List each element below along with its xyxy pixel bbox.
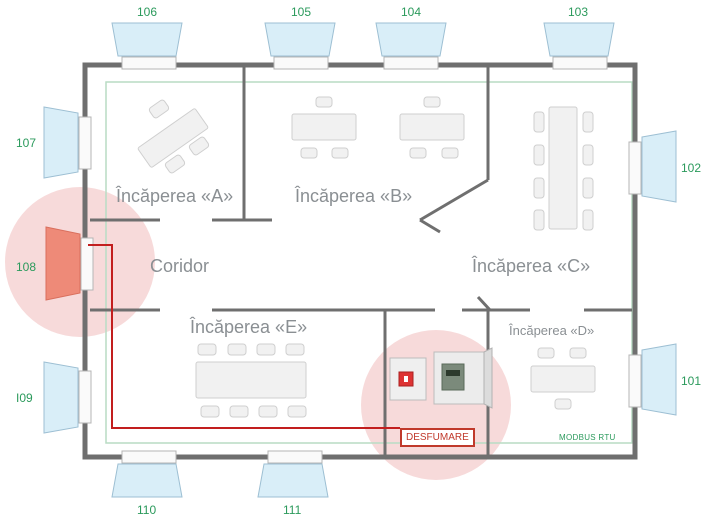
window-number-109: I09 — [16, 391, 33, 405]
modbus-bus-line — [105, 81, 633, 444]
modbus-label: MODBUS RTU — [559, 433, 616, 442]
window-number-111: 111 — [283, 503, 302, 517]
room-a-furniture — [137, 99, 210, 174]
window-number-105: 105 — [291, 5, 312, 19]
window-109 — [43, 361, 92, 434]
room-c-furniture — [533, 106, 594, 231]
window-103 — [543, 22, 615, 70]
room-b-furniture — [291, 96, 465, 159]
window-number-104: 104 — [401, 5, 422, 19]
window-107 — [43, 106, 92, 179]
window-108 — [45, 226, 94, 301]
room-c-label: Încăperea «C» — [472, 256, 591, 276]
window-number-103: 103 — [568, 5, 589, 19]
room-e-furniture — [195, 343, 307, 418]
window-number-107: 107 — [16, 136, 37, 150]
room-a-label: Încăperea «A» — [116, 186, 234, 206]
control-panel-label: DESFUMARE — [400, 428, 475, 447]
control-panel-image — [389, 347, 493, 409]
window-number-106: 106 — [137, 5, 158, 19]
room-e-label: Încăperea «E» — [190, 317, 308, 337]
window-105 — [264, 22, 336, 70]
window-106 — [111, 22, 183, 70]
window-101 — [628, 343, 677, 416]
window-104 — [375, 22, 447, 70]
corridor-label: Coridor — [150, 256, 210, 276]
control-cable — [88, 244, 400, 429]
window-number-101: 101 — [681, 374, 702, 388]
window-number-110: 110 — [137, 503, 157, 517]
room-d-label: Încăperea «D» — [509, 323, 595, 338]
window-111 — [257, 450, 329, 498]
window-number-102: 102 — [681, 161, 702, 175]
window-number-108: 108 — [16, 260, 37, 274]
window-110 — [111, 450, 183, 498]
room-b-label: Încăperea «B» — [295, 186, 413, 206]
window-102 — [628, 130, 677, 203]
room-d-furniture — [530, 347, 596, 410]
